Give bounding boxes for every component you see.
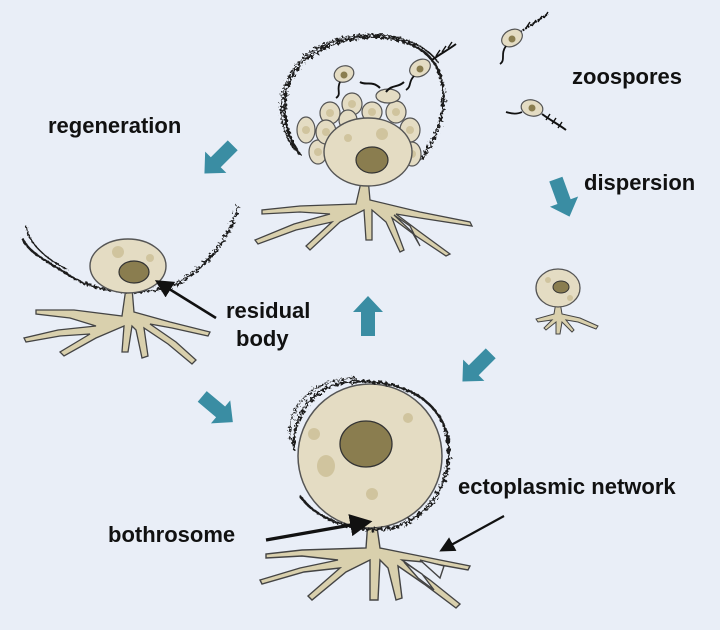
label-body: body bbox=[236, 326, 289, 351]
sporulating-cell bbox=[253, 33, 474, 257]
label-regeneration: regeneration bbox=[48, 113, 181, 138]
mature-nucleus bbox=[339, 420, 393, 468]
arrow-regeneration bbox=[204, 140, 238, 174]
cyst-wall bbox=[283, 35, 445, 161]
zoospore-3 bbox=[333, 65, 355, 99]
residual-body-shape bbox=[118, 260, 150, 284]
label-ectoplasmic-network: ectoplasmic network bbox=[458, 474, 676, 499]
cycle-arrows bbox=[197, 140, 579, 424]
arrow-sporulation bbox=[353, 296, 383, 336]
ectoplasmic-network bbox=[253, 177, 474, 257]
nucleus bbox=[355, 146, 389, 174]
pointer-ectoplasmic bbox=[439, 515, 505, 552]
regenerating-cell bbox=[20, 205, 240, 365]
dispersed-cell bbox=[535, 268, 599, 335]
zoospore-4 bbox=[505, 99, 567, 131]
pointer-bothrosome bbox=[265, 514, 373, 542]
arrow-growth-right bbox=[462, 348, 496, 382]
label-dispersion: dispersion bbox=[584, 170, 695, 195]
arrow-growth-left bbox=[197, 391, 233, 424]
zoospore-2 bbox=[405, 41, 457, 91]
pointer-residual-body bbox=[154, 280, 217, 320]
arrow-dispersion bbox=[549, 176, 579, 217]
label-zoospores: zoospores bbox=[572, 64, 682, 89]
left-network bbox=[23, 287, 211, 365]
mature-cell bbox=[259, 377, 472, 609]
label-bothrosome: bothrosome bbox=[108, 522, 235, 547]
free-zoospores bbox=[333, 11, 567, 131]
label-residual: residual bbox=[226, 298, 310, 323]
zoospore-1 bbox=[499, 11, 549, 65]
bottom-network bbox=[259, 519, 472, 609]
